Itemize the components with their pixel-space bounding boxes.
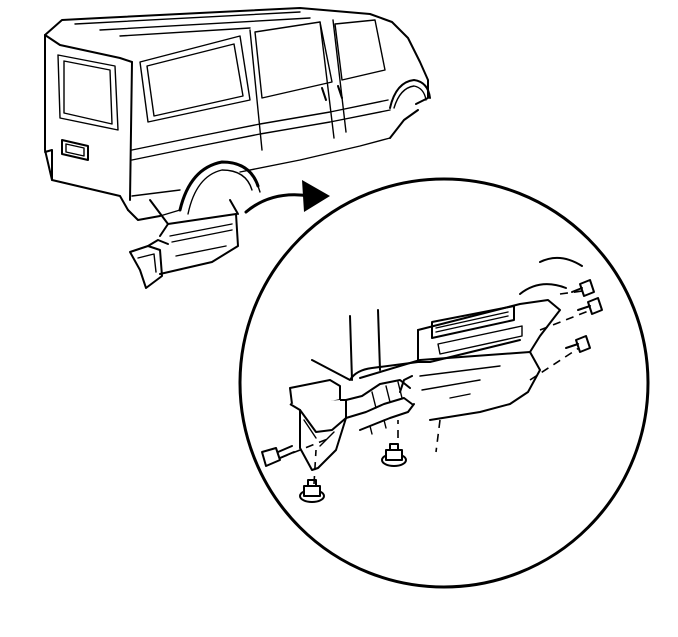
callout-arrow bbox=[244, 180, 330, 214]
bolt bbox=[565, 335, 591, 353]
bolt bbox=[571, 279, 595, 297]
van bbox=[44, 7, 431, 221]
detail-view bbox=[261, 256, 603, 503]
bolt bbox=[577, 297, 603, 315]
detail-circle bbox=[238, 177, 650, 589]
lower-panel bbox=[129, 199, 239, 289]
push-retainer bbox=[299, 479, 325, 503]
bracket bbox=[289, 375, 415, 471]
push-retainer bbox=[381, 443, 407, 467]
bolt bbox=[261, 445, 295, 467]
rear-wheel-opening bbox=[178, 160, 260, 215]
